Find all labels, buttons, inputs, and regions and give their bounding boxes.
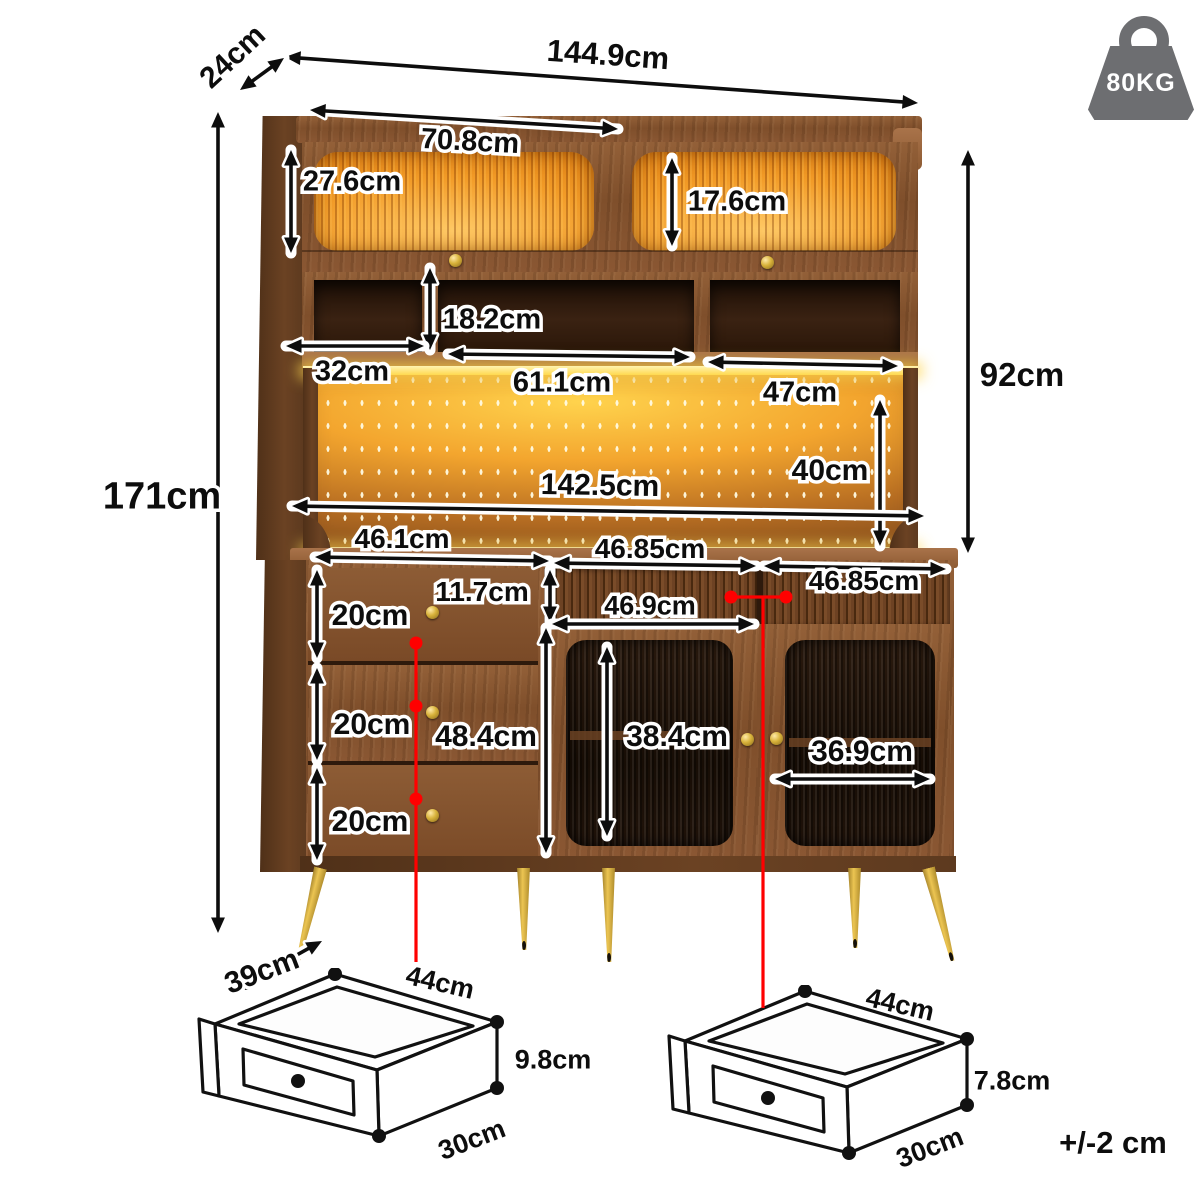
dim-base-inner-height: 48.4cm (432, 717, 541, 757)
dim-cubby-height: 18.2cm (439, 300, 544, 339)
cubby-right (710, 280, 900, 352)
dim-base-left-width: 46.1cm (351, 520, 453, 558)
hutch-side-panel (256, 116, 303, 560)
base-side-panel (260, 560, 308, 872)
corner-dots (328, 968, 504, 1143)
weight-capacity-label: 80KG (1106, 68, 1176, 97)
dim-top-depth: 24cm (190, 15, 276, 98)
base-drawer-3[interactable] (308, 765, 538, 864)
drawer-knob-2[interactable] (426, 706, 439, 719)
hutch-door-knob-right[interactable] (761, 256, 774, 269)
dim-door-glass-height: 38.4cm (623, 717, 732, 757)
dim-cubby-mid-width: 61.1cm (509, 363, 614, 402)
fluted-seam (757, 568, 763, 624)
pegboard (303, 368, 918, 556)
hutch-top-board (296, 116, 922, 143)
dim-hutch-height: 92cm (976, 353, 1067, 397)
leg-back-left (517, 868, 530, 950)
base-door-mid-glass (566, 640, 733, 846)
dim-pegboard-width: 142.5cm (537, 464, 663, 506)
dim-cubby-left-width: 32cm (311, 352, 392, 391)
fluted-drawer-mid[interactable] (544, 568, 757, 624)
base-bottom-rail (300, 856, 956, 872)
base-door-mid-knob[interactable] (741, 733, 754, 746)
dim-pegboard-height: 40cm (788, 451, 872, 491)
dim-hutch-door-width: 70.8cm (417, 119, 524, 163)
leg-front-left (289, 866, 329, 963)
cubby-left (314, 280, 422, 352)
dim-total-height: 171cm (99, 472, 224, 521)
leg-front-middle (602, 868, 615, 962)
dim-door-glass-width: 36.9cm (808, 732, 917, 772)
leg-front-right (920, 866, 960, 963)
weight-icon-body: 80KG (1088, 46, 1194, 120)
hutch-glass-door-left[interactable] (314, 152, 594, 251)
dim-drawer1-height: 20cm (328, 596, 412, 636)
hutch-door-knob-left[interactable] (449, 254, 462, 267)
led-strip-top (303, 366, 918, 375)
base-door-mid-shelf (570, 731, 729, 740)
dim-drawer2-height: 20cm (330, 705, 414, 745)
fluted-drawer-right[interactable] (763, 568, 950, 624)
drawer-knob-1[interactable] (426, 606, 439, 619)
dim-left-drawer-height: 9.8cm (514, 1044, 592, 1075)
cubby-middle (438, 280, 694, 352)
weight-capacity-icon: 80KG (1088, 16, 1194, 120)
dim-drawer3-height: 20cm (328, 802, 412, 842)
drawer-seam-2 (308, 761, 538, 765)
dim-mid-section-width: 46.9cm (601, 587, 700, 624)
dim-base-mid-width: 46.85cm (591, 530, 709, 568)
hutch-door-rail-seam (302, 250, 918, 252)
dim-right-drawer-height: 7.8cm (973, 1065, 1051, 1096)
drawer-seam-1 (308, 661, 538, 665)
leg-back-right (848, 868, 861, 948)
dim-hutch-glass-height: 17.6cm (684, 182, 789, 221)
drawer-diagram-left (197, 968, 504, 1143)
drawer-knob-3[interactable] (426, 809, 439, 822)
dim-base-right-width: 46.85cm (805, 562, 923, 600)
base-door-right-shelf (789, 738, 931, 747)
dim-total-width: 144.9cm (542, 29, 674, 79)
tolerance-note: +/-2 cm (1059, 1125, 1167, 1160)
base-door-right-knob[interactable] (770, 732, 783, 745)
base-drawer-2[interactable] (308, 665, 538, 761)
dim-top-drawer-height: 11.7cm (432, 573, 532, 611)
dim-cubby-right-width: 47cm (759, 373, 840, 412)
dim-hutch-side-height: 27.6cm (299, 162, 404, 201)
base-drawer-1[interactable] (308, 568, 538, 661)
